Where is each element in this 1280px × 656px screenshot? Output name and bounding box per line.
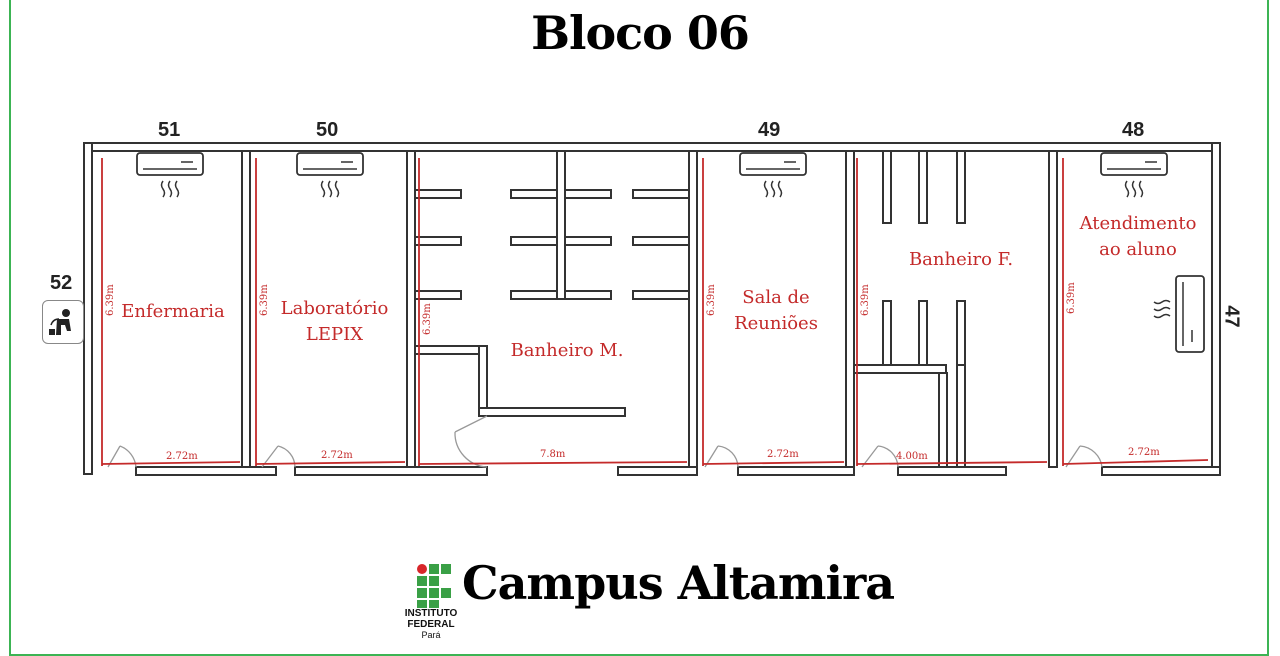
dimension-depth: 6.39m <box>860 284 871 316</box>
stall-wall <box>632 189 690 199</box>
logo-line1: INSTITUTO <box>404 608 458 619</box>
room-name-line1: Atendimento <box>1079 213 1197 234</box>
stall-wall <box>956 150 966 224</box>
room-name-line2: Reuniões <box>734 313 818 334</box>
room-name: Enfermaria <box>121 301 225 322</box>
outer-wall-bottom <box>737 466 855 476</box>
room-name: Banheiro F. <box>908 249 1014 270</box>
air-conditioner-icon <box>1100 152 1168 198</box>
dimension-line <box>418 461 688 465</box>
dimension-width: 2.72m <box>321 450 353 461</box>
room-label-banheiro-m: Banheiro M. <box>492 338 642 364</box>
corridor-wall <box>414 345 488 355</box>
dimension-width: 7.8m <box>540 449 566 460</box>
stall-wall <box>414 236 462 246</box>
water-fountain-icon <box>42 300 84 344</box>
room-name: Banheiro M. <box>510 340 624 361</box>
dimension-width: 2.72m <box>1128 447 1160 458</box>
room-number-49: 49 <box>758 119 781 141</box>
room-number-47: 47 <box>1220 305 1243 328</box>
stall-wall <box>882 150 892 224</box>
stall-wall <box>956 364 966 468</box>
partition-wall <box>406 150 416 468</box>
stall-wall <box>853 364 947 374</box>
room-number-50: 50 <box>316 119 339 141</box>
dimension-depth: 6.39m <box>422 303 433 335</box>
corridor-wall <box>478 407 626 417</box>
page-title: Bloco 06 <box>531 6 750 60</box>
floor-plan <box>83 142 1221 476</box>
partition-wall <box>688 150 698 468</box>
room-name-line1: Laboratório <box>280 298 389 319</box>
stall-wall <box>414 189 462 199</box>
stall-wall <box>556 150 566 300</box>
stall-wall <box>632 290 690 300</box>
outer-wall-bottom <box>897 466 1007 476</box>
room-label-atendimento: Atendimento ao aluno <box>1066 211 1210 263</box>
ifpa-logo-icon: INSTITUTO FEDERAL Pará <box>396 562 466 642</box>
dimension-depth: 6.39m <box>1066 282 1077 314</box>
outer-wall-bottom <box>617 466 698 476</box>
logo-line3: Pará <box>421 630 441 640</box>
stall-wall <box>632 236 690 246</box>
room-number-52: 52 <box>50 272 73 294</box>
dimension-depth: 6.39m <box>105 284 116 316</box>
stall-wall <box>882 300 892 366</box>
room-label-enfermaria: Enfermaria <box>108 299 238 325</box>
dimension-line <box>255 461 406 465</box>
stall-wall <box>414 290 462 300</box>
room-number-48: 48 <box>1122 119 1145 141</box>
room-number-51: 51 <box>158 119 181 141</box>
logo-line2: FEDERAL <box>407 619 455 630</box>
door-swing <box>454 415 488 468</box>
dimension-width: 2.72m <box>166 451 198 462</box>
partition-wall <box>241 150 251 468</box>
stall-wall <box>918 150 928 224</box>
dimension-width: 4.00m <box>896 451 928 462</box>
stall-wall <box>918 300 928 366</box>
room-label-banheiro-f: Banheiro F. <box>886 247 1036 273</box>
dimension-line <box>856 461 1048 465</box>
logo-text: INSTITUTO FEDERAL <box>396 608 466 630</box>
stall-wall <box>938 372 948 468</box>
outer-wall-bottom <box>1101 466 1221 476</box>
air-conditioner-icon <box>1153 275 1205 353</box>
outer-wall-left <box>83 142 93 475</box>
outer-wall-bottom <box>294 466 488 476</box>
partition-wall <box>845 150 855 468</box>
dimension-line <box>702 461 845 465</box>
dimension-width: 2.72m <box>767 449 799 460</box>
stall-wall <box>956 300 966 366</box>
air-conditioner-icon <box>739 152 807 198</box>
room-name-line2: LEPIX <box>305 324 364 345</box>
dimension-line <box>101 461 241 465</box>
partition-wall <box>1048 150 1058 468</box>
corridor-wall <box>478 345 488 417</box>
room-name-line2: ao aluno <box>1099 239 1177 260</box>
room-label-laboratorio: Laboratório LEPIX <box>262 296 407 348</box>
room-label-sala-reunioes: Sala de Reuniões <box>710 285 842 337</box>
dimension-depth: 6.39m <box>706 284 717 316</box>
outer-wall-top <box>83 142 1221 152</box>
campus-title: Campus Altamira <box>462 556 895 610</box>
dimension-line <box>1062 459 1209 465</box>
air-conditioner-icon <box>136 152 204 198</box>
room-name-line1: Sala de <box>742 287 810 308</box>
dimension-depth: 6.39m <box>259 284 270 316</box>
air-conditioner-icon <box>296 152 364 198</box>
outer-wall-bottom <box>135 466 277 476</box>
